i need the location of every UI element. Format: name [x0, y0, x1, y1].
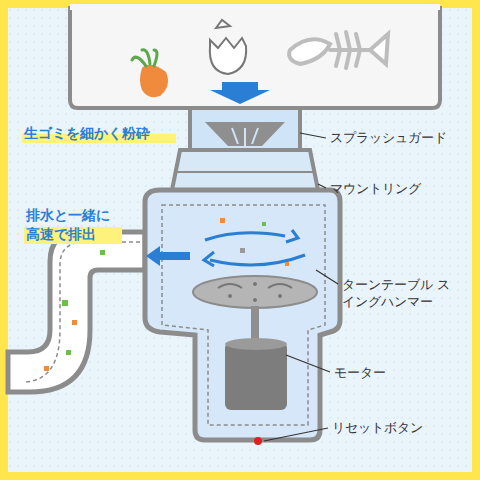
part-name: マウントリング — [330, 180, 470, 197]
outflow-arrow — [146, 246, 190, 266]
callout-text: 生ゴミを細かく粉砕 — [22, 124, 176, 143]
part-name: リセットボタン — [332, 419, 462, 436]
reset-button — [254, 437, 262, 445]
part-name: ターンテーブル スイングハンマー — [342, 276, 454, 310]
background — [8, 8, 472, 472]
mount-ring — [172, 150, 318, 190]
part-name: スプラッシュガード — [330, 129, 470, 146]
leader-lines — [264, 133, 338, 441]
sink — [70, 8, 440, 108]
sink-top — [70, 4, 440, 10]
inner-chamber — [162, 205, 325, 425]
drain-pipe — [8, 232, 145, 392]
drop-arrow — [210, 82, 270, 104]
swirl-arrows — [204, 230, 305, 266]
part-name: モーター — [334, 364, 454, 381]
turntable — [193, 276, 317, 346]
splash-guard — [190, 108, 300, 150]
callout-text: 排水と一緒に 高速で排出 — [24, 206, 122, 244]
disposer-body — [145, 190, 340, 440]
motor — [225, 338, 287, 410]
carrot-scrap — [132, 50, 168, 97]
food-bits — [220, 218, 289, 266]
splash-guard-cone — [205, 122, 285, 146]
fish-bone — [289, 32, 388, 68]
egg-shell — [210, 20, 246, 74]
